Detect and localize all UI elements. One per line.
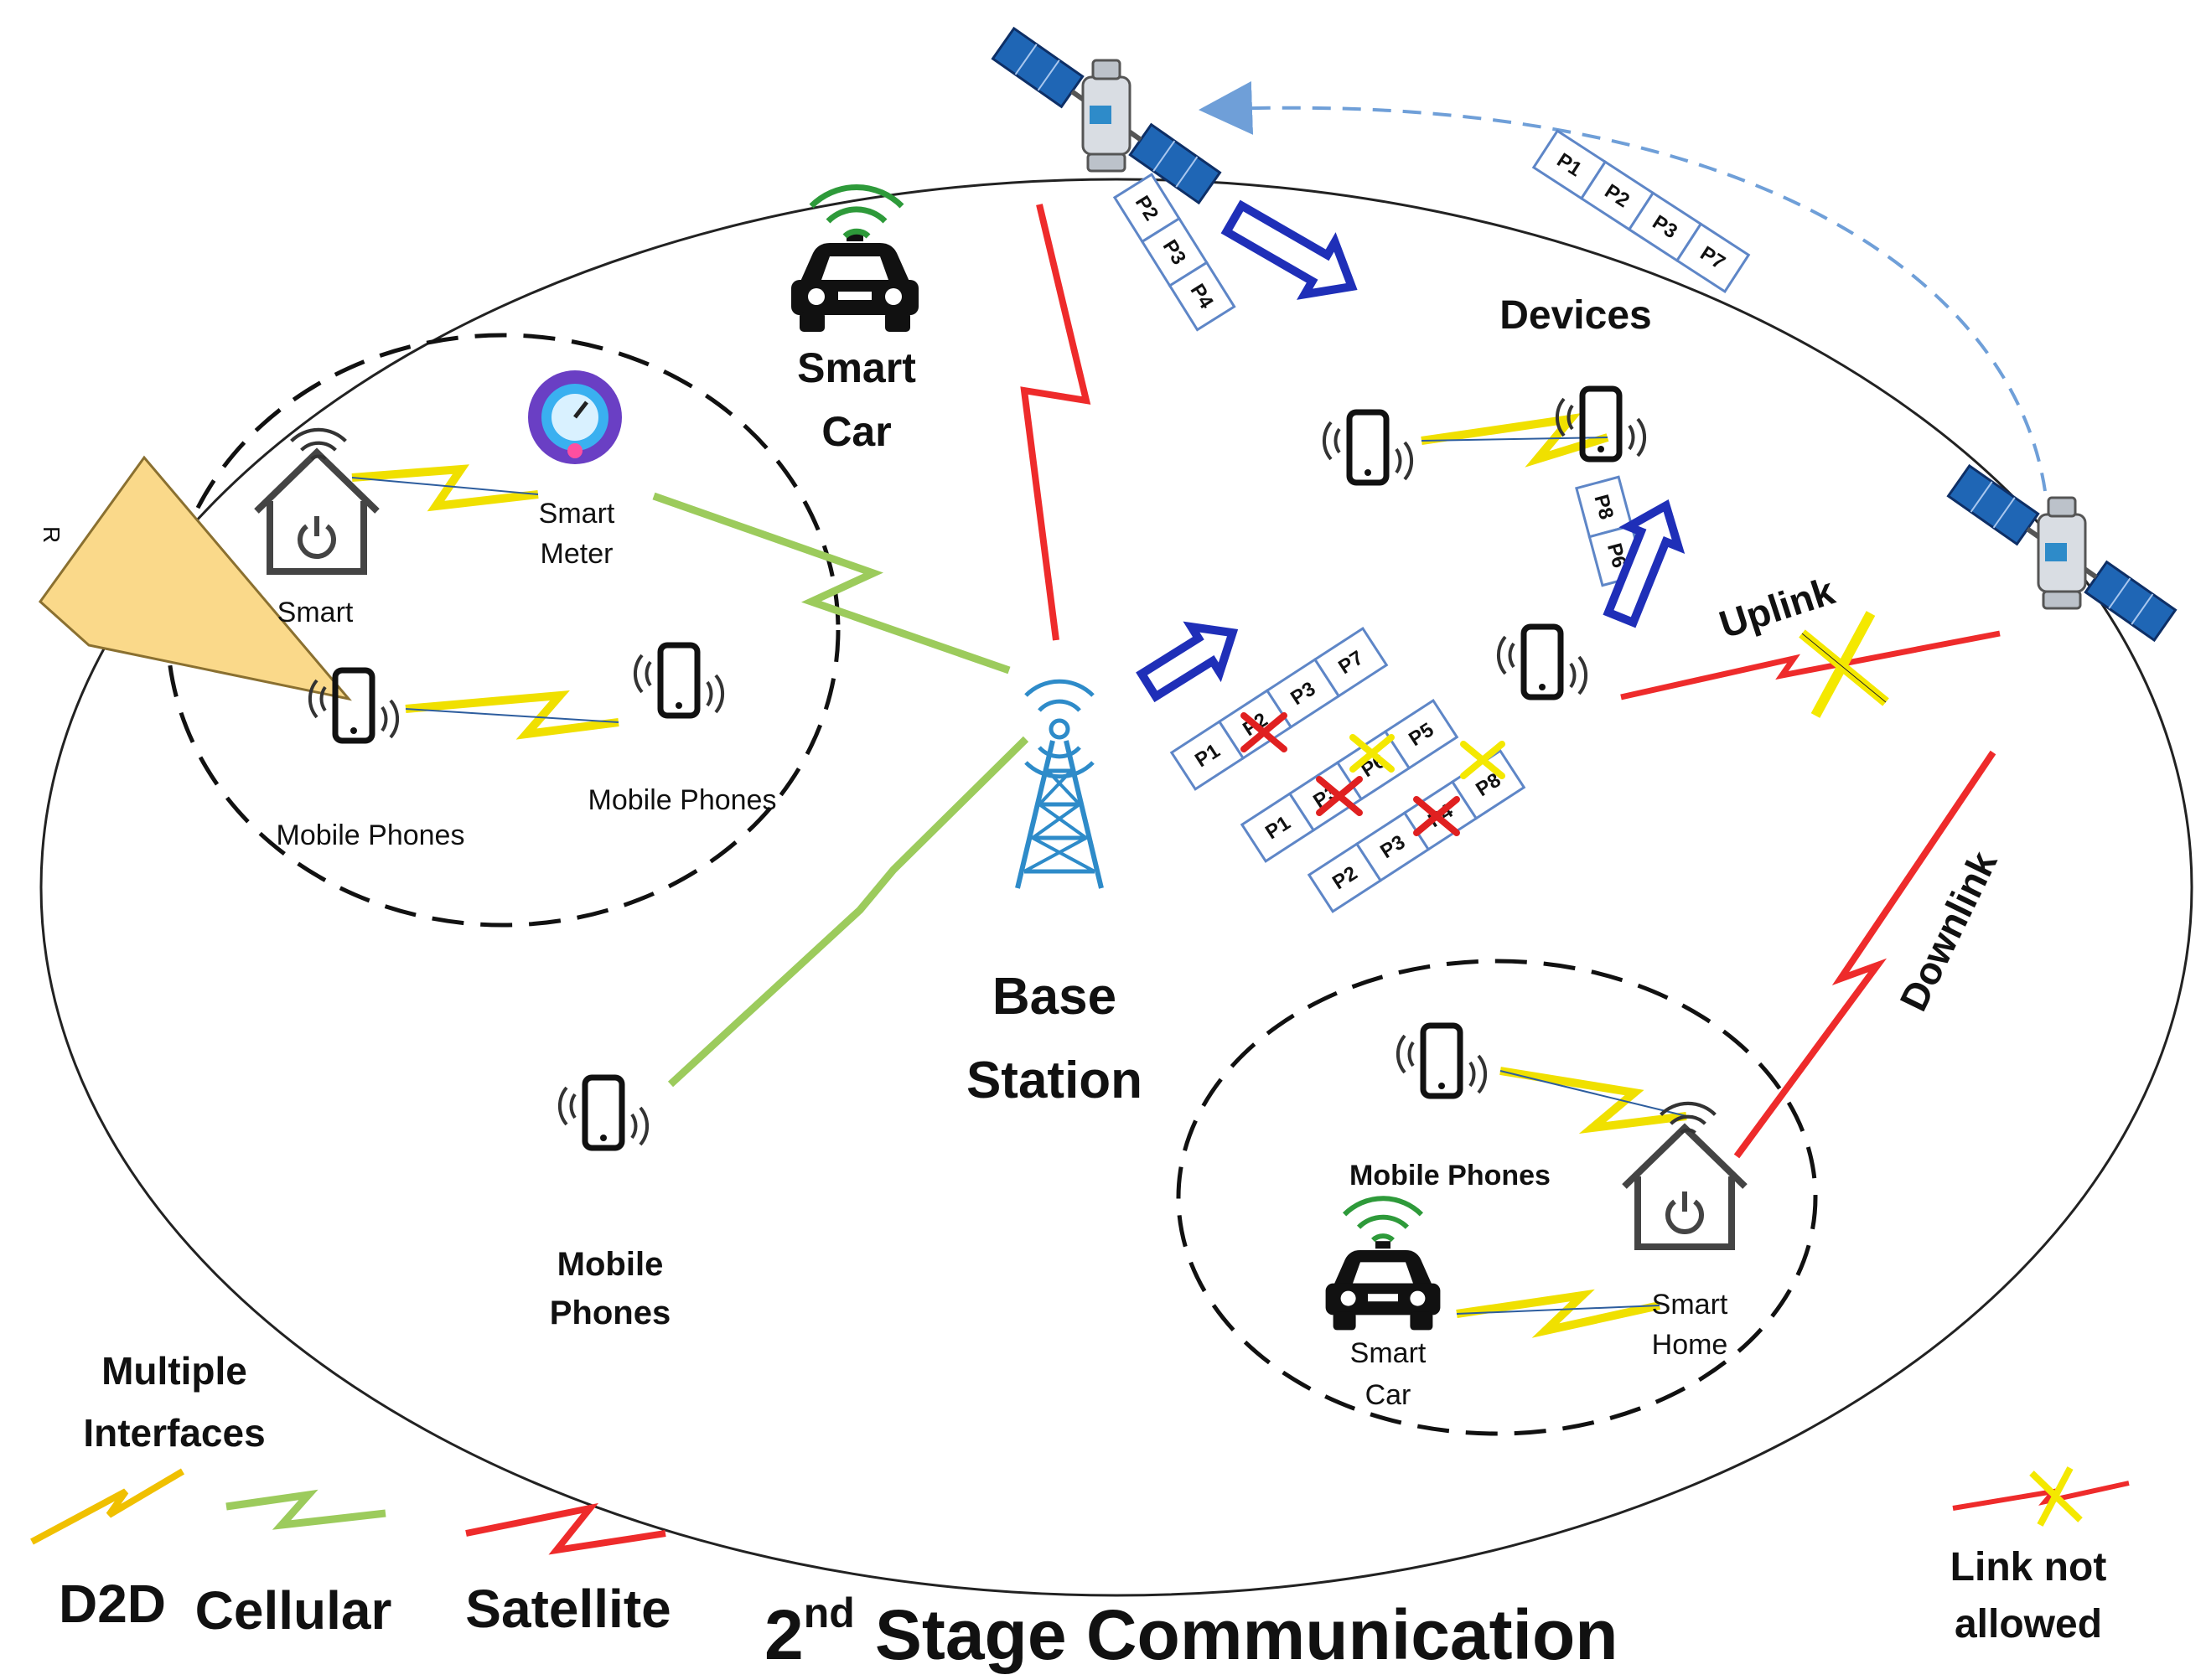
packet: P2 <box>1112 173 1181 244</box>
label-base-station-2: Station <box>966 1052 1142 1109</box>
packet: P4 <box>1168 261 1236 332</box>
label-smart-car-top-1: Smart <box>797 344 916 391</box>
uplink-phone <box>1499 627 1586 697</box>
r-sector <box>38 455 352 701</box>
legend-cellular-label: Cellular <box>195 1580 392 1641</box>
packet: P1 <box>1169 720 1245 791</box>
smart-meter-icon <box>528 370 622 464</box>
arrow-packets <box>1136 621 1239 703</box>
uplink-blocked-cross <box>1799 611 1889 718</box>
legend-satellite-swatch <box>465 1502 666 1555</box>
packet: P2 <box>1307 842 1383 913</box>
legend-title-1: Multiple <box>101 1349 247 1393</box>
packets-satellite-in: P2 P3 P4 <box>1112 173 1236 332</box>
smart-car-right-icon <box>1325 1241 1441 1331</box>
figure-title: 2nd Stage Communication <box>764 1590 1618 1674</box>
label-mobile-phones-center-1: Mobile <box>557 1246 664 1283</box>
packet: P3 <box>1265 658 1341 729</box>
uplink-link <box>1620 630 2001 700</box>
label-devices: Devices <box>1499 293 1651 338</box>
legend-cellular-swatch <box>225 1489 386 1530</box>
cellular-link-left-cluster <box>652 492 1011 675</box>
label-right-phones: Mobile Phones <box>1349 1160 1551 1192</box>
packet: P3 <box>1627 191 1703 262</box>
base-station-tower <box>1015 679 1104 889</box>
legend-d2d-label: D2D <box>59 1574 166 1634</box>
wifi-icon-car-top <box>811 187 902 236</box>
arrow-uplink <box>1603 499 1686 628</box>
label-left-phones-1: Mobile Phones <box>277 819 465 851</box>
legend-title-2: Interfaces <box>83 1411 265 1455</box>
label-right-smart-car-2: Car <box>1365 1379 1411 1411</box>
title-superscript: nd <box>804 1590 855 1636</box>
packet: P7 <box>1313 626 1389 698</box>
left-phone-2 <box>635 645 722 716</box>
label-right-smart-car-1: Smart <box>1350 1337 1427 1369</box>
label-base-station-1: Base <box>992 968 1116 1026</box>
device-phone-1 <box>1324 412 1411 483</box>
title-number: 2 <box>764 1595 804 1674</box>
wifi-icon-home-left <box>292 430 346 459</box>
legend-satellite-label: Satellite <box>465 1579 671 1639</box>
center-phone <box>560 1078 647 1148</box>
packet: P1 <box>1531 129 1608 200</box>
smart-car-top-icon <box>791 233 919 332</box>
satellite-link-base <box>1020 204 1091 641</box>
label-smart-car-top-2: Car <box>821 408 891 455</box>
downlink-link <box>1733 750 1996 1159</box>
d2d-links <box>351 413 1687 1338</box>
packet: P7 <box>1675 222 1751 294</box>
title-rest: Stage Communication <box>875 1595 1618 1674</box>
smart-home-right-icon <box>1624 1128 1745 1247</box>
packet: P3 <box>1140 216 1209 288</box>
legend-link-not-allowed-2: allowed <box>1955 1602 2102 1646</box>
dropped-packet-marks <box>1240 712 1505 836</box>
wifi-icon-car-right <box>1344 1198 1421 1240</box>
satellite-top <box>993 28 1220 203</box>
right-cluster-boundary <box>1176 959 1818 1436</box>
label-left-phones-2: Mobile Phones <box>588 784 777 816</box>
packet: P5 <box>1383 698 1459 770</box>
label-uplink: Uplink <box>1714 568 1840 646</box>
legend-d2d-swatch <box>30 1468 185 1545</box>
label-right-smart-home-1: Smart <box>1652 1289 1728 1321</box>
satellite-relay-path <box>1199 80 2047 492</box>
packets-satellite-out: P1 P2 P3 P7 <box>1531 129 1751 294</box>
label-smart-home-left: Smart <box>277 597 354 628</box>
right-phone <box>1398 1026 1485 1096</box>
coverage-area <box>39 178 2193 1597</box>
cellular-link-phone <box>667 736 1029 1088</box>
legend-link-not-allowed-swatch <box>1952 1466 2130 1527</box>
smart-home-left-icon <box>256 452 377 571</box>
label-smart-meter-2: Meter <box>541 538 614 570</box>
packet: P1 <box>1240 792 1316 863</box>
satellite-right <box>1949 466 2176 640</box>
r-label: R <box>39 526 65 543</box>
label-mobile-phones-center-2: Phones <box>550 1295 671 1331</box>
packet: P2 <box>1579 160 1655 231</box>
label-smart-meter-1: Smart <box>539 498 615 530</box>
legend-link-not-allowed-1: Link not <box>1950 1545 2107 1590</box>
label-downlink: Downlink <box>1891 844 2006 1017</box>
label-right-smart-home-2: Home <box>1652 1329 1728 1361</box>
arrow-satellite <box>1220 199 1358 300</box>
